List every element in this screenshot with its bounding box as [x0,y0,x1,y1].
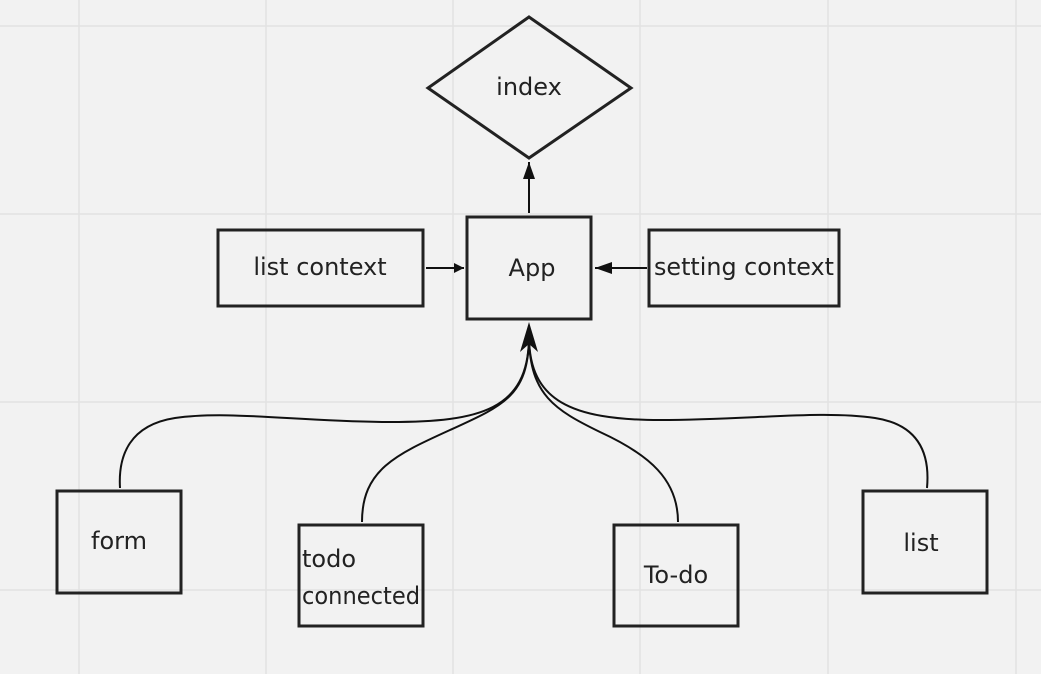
node-app-label: App [509,254,556,282]
node-list-box [861,489,989,595]
node-todo-box [612,523,740,628]
node-list-context-label: list context [253,253,386,281]
edge-todo-connected-to-app [361,337,530,523]
edge-todo-to-app [528,337,679,523]
node-index[interactable]: index [425,15,634,160]
node-app[interactable]: App [465,215,593,321]
node-setting-context-box [647,228,841,308]
node-todo-connected[interactable]: todo connected [297,523,425,628]
edge-list-to-app [528,337,929,489]
node-list-context[interactable]: list context [216,228,425,308]
node-list[interactable]: list [861,489,989,595]
node-todo-label: To-do [643,561,708,589]
node-todo-connected-label-line1: todo [302,545,356,573]
node-index-label: index [496,73,562,101]
node-form-label: form [91,527,147,555]
node-todo-connected-box [297,523,425,628]
node-setting-context[interactable]: setting context [647,228,841,308]
edges [118,162,929,523]
edge-arrowhead-into-app [520,322,538,352]
node-todo[interactable]: To-do [612,523,740,628]
node-setting-context-label: setting context [654,253,834,281]
edge-form-to-app [118,337,530,489]
node-form-box [55,489,183,595]
diamond-shape [425,15,634,160]
node-form[interactable]: form [55,489,183,595]
node-todo-connected-label-line2: connected [302,582,420,610]
node-list-label: list [903,529,938,557]
node-list-context-box [216,228,425,308]
node-app-box [465,215,593,321]
